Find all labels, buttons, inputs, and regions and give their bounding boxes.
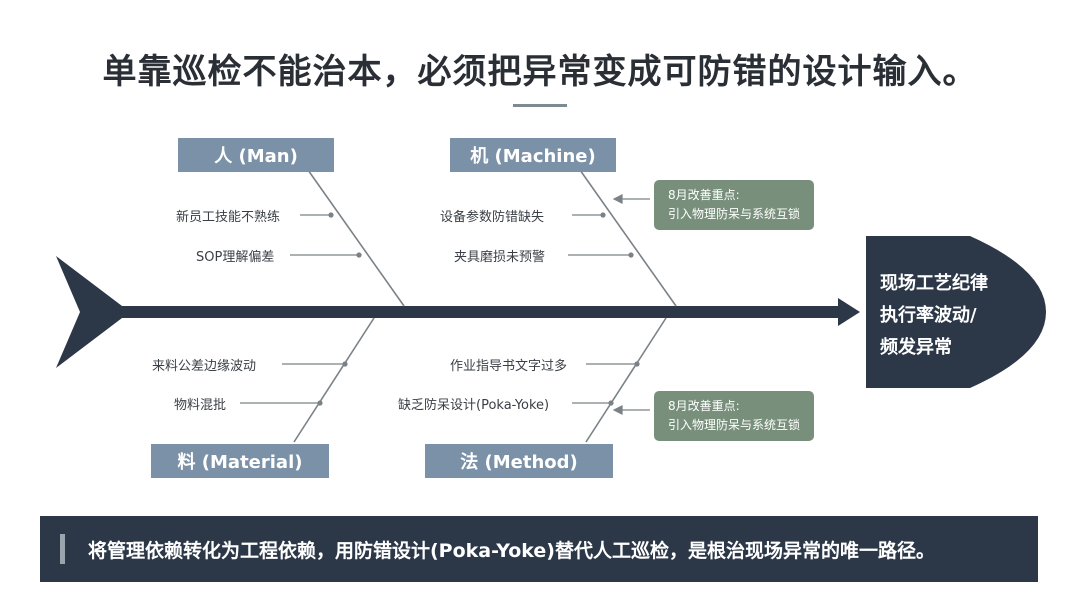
cause-machine-1: 设备参数防错缺失 [440, 210, 545, 225]
note-heading: 8月改善重点: [668, 188, 740, 202]
category-method: 法 (Method) [425, 444, 613, 478]
spine-arrowhead [838, 298, 860, 326]
cause-man-2: SOP理解偏差 [196, 250, 275, 265]
fish-spine [100, 306, 840, 318]
effect-problem: 现场工艺纪律 执行率波动/ 频发异常 [880, 268, 1030, 364]
fish-head [866, 236, 1046, 388]
cause-method-1: 作业指导书文字过多 [450, 359, 568, 374]
banner-accent-bar [60, 534, 65, 564]
improvement-note-machine: 8月改善重点: 引入物理防呆与系统互锁 [654, 180, 815, 230]
category-material: 料 (Material) [151, 444, 329, 478]
rib-machine [579, 169, 677, 307]
note-heading: 8月改善重点: [668, 399, 740, 413]
rib-material [293, 317, 375, 443]
cause-man-1: 新员工技能不熟练 [176, 210, 281, 225]
rib-man [307, 169, 405, 307]
category-machine: 机 (Machine) [450, 138, 616, 172]
rib-method [585, 317, 667, 443]
title-divider [513, 104, 567, 107]
note-body: 引入物理防呆与系统互锁 [668, 207, 801, 221]
cause-method-2: 缺乏防呆设计(Poka-Yoke) [398, 398, 550, 413]
effect-line-1: 现场工艺纪律 [880, 273, 988, 294]
cause-material-1: 来料公差边缘波动 [152, 359, 257, 374]
page-title: 单靠巡检不能治本，必须把异常变成可防错的设计输入。 [102, 52, 978, 92]
category-man: 人 (Man) [178, 138, 334, 172]
conclusion-banner: 将管理依赖转化为工程依赖，用防错设计(Poka-Yoke)替代人工巡检，是根治现… [40, 516, 1038, 582]
effect-line-3: 频发异常 [880, 337, 952, 358]
cause-machine-2: 夹具磨损未预警 [454, 250, 546, 265]
effect-line-2: 执行率波动/ [880, 305, 977, 326]
note-body: 引入物理防呆与系统互锁 [668, 418, 801, 432]
improvement-note-method: 8月改善重点: 引入物理防呆与系统互锁 [654, 391, 815, 441]
cause-material-2: 物料混批 [174, 398, 227, 413]
conclusion-text: 将管理依赖转化为工程依赖，用防错设计(Poka-Yoke)替代人工巡检，是根治现… [88, 539, 935, 562]
fish-tail [56, 256, 130, 368]
